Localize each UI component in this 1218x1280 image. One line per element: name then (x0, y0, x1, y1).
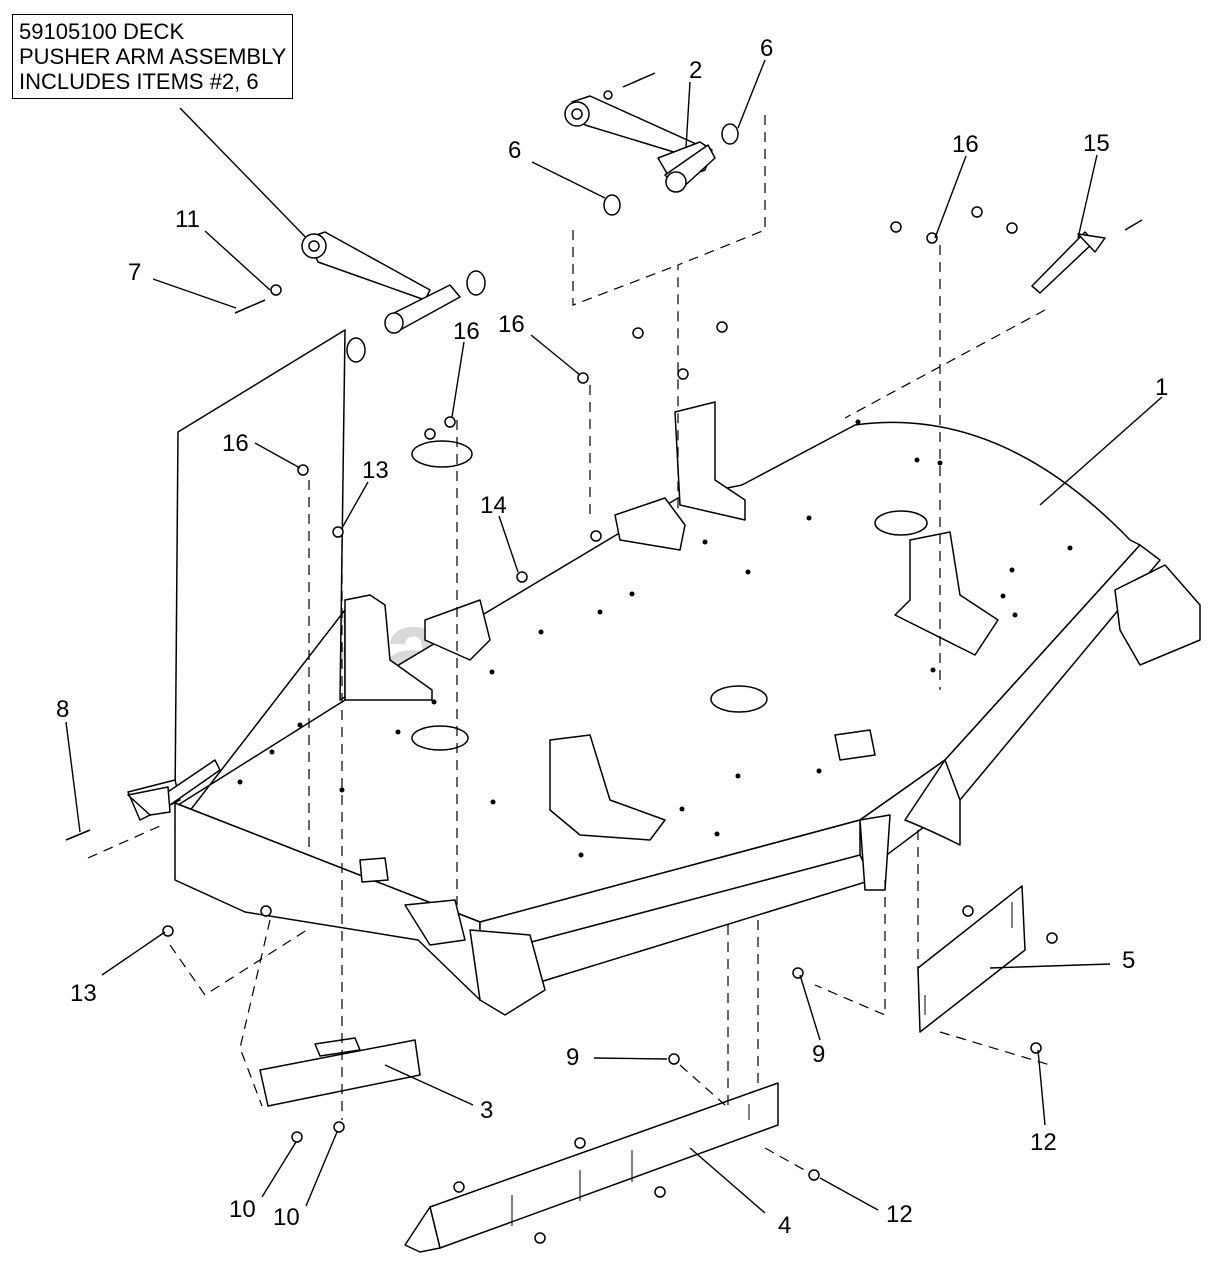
callout-line-1: 59105100 DECK (19, 19, 185, 44)
pusher-arm-lower (234, 231, 486, 363)
item-labels: 1 2 6 6 7 11 16 15 16 16 16 13 14 8 13 3… (56, 35, 1168, 1239)
label-item-13: 13 (70, 980, 97, 1007)
label-item-9: 9 (566, 1044, 579, 1071)
label-item-16: 16 (453, 318, 480, 345)
label-item-12: 12 (1030, 1129, 1057, 1156)
label-item-12: 12 (886, 1201, 913, 1228)
label-item-13: 13 (362, 457, 389, 484)
label-item-14: 14 (480, 492, 507, 519)
label-item-2: 2 (689, 57, 702, 84)
hardware (162, 206, 1058, 1244)
label-item-16: 16 (952, 131, 979, 158)
label-item-1: 1 (1155, 374, 1168, 401)
label-item-11: 11 (175, 206, 200, 233)
label-item-9: 9 (812, 1041, 825, 1068)
label-item-5: 5 (1122, 947, 1135, 974)
assembly-dashed-lines (87, 115, 1051, 1173)
deck-brackets (127, 401, 1201, 1016)
label-item-6: 6 (508, 137, 521, 164)
label-item-10: 10 (273, 1204, 300, 1231)
baffle-plate-3 (259, 1037, 421, 1107)
label-item-6: 6 (760, 35, 773, 62)
label-item-16: 16 (498, 311, 525, 338)
callout-leader (179, 107, 319, 251)
label-item-4: 4 (778, 1212, 791, 1239)
label-item-16: 16 (222, 430, 249, 457)
callout-line-2: PUSHER ARM ASSEMBLY (19, 44, 287, 69)
baffle-plate-4 (404, 1082, 779, 1253)
leader-lines (65, 59, 1163, 1214)
callout-line-3: INCLUDES ITEMS #2, 6 (19, 69, 259, 94)
assembly-callout-box: 59105100 DECK PUSHER ARM ASSEMBLY INCLUD… (12, 14, 294, 99)
label-item-10: 10 (229, 1196, 256, 1223)
label-item-3: 3 (480, 1097, 493, 1124)
pin-assemblies (65, 219, 1143, 841)
deck-holes (237, 419, 1073, 858)
label-item-7: 7 (128, 259, 141, 286)
label-item-8: 8 (56, 696, 69, 723)
pusher-arm-upper (564, 72, 739, 216)
baffle-plate-5 (917, 885, 1026, 1033)
label-item-15: 15 (1083, 130, 1110, 157)
mower-deck (174, 329, 1161, 1001)
